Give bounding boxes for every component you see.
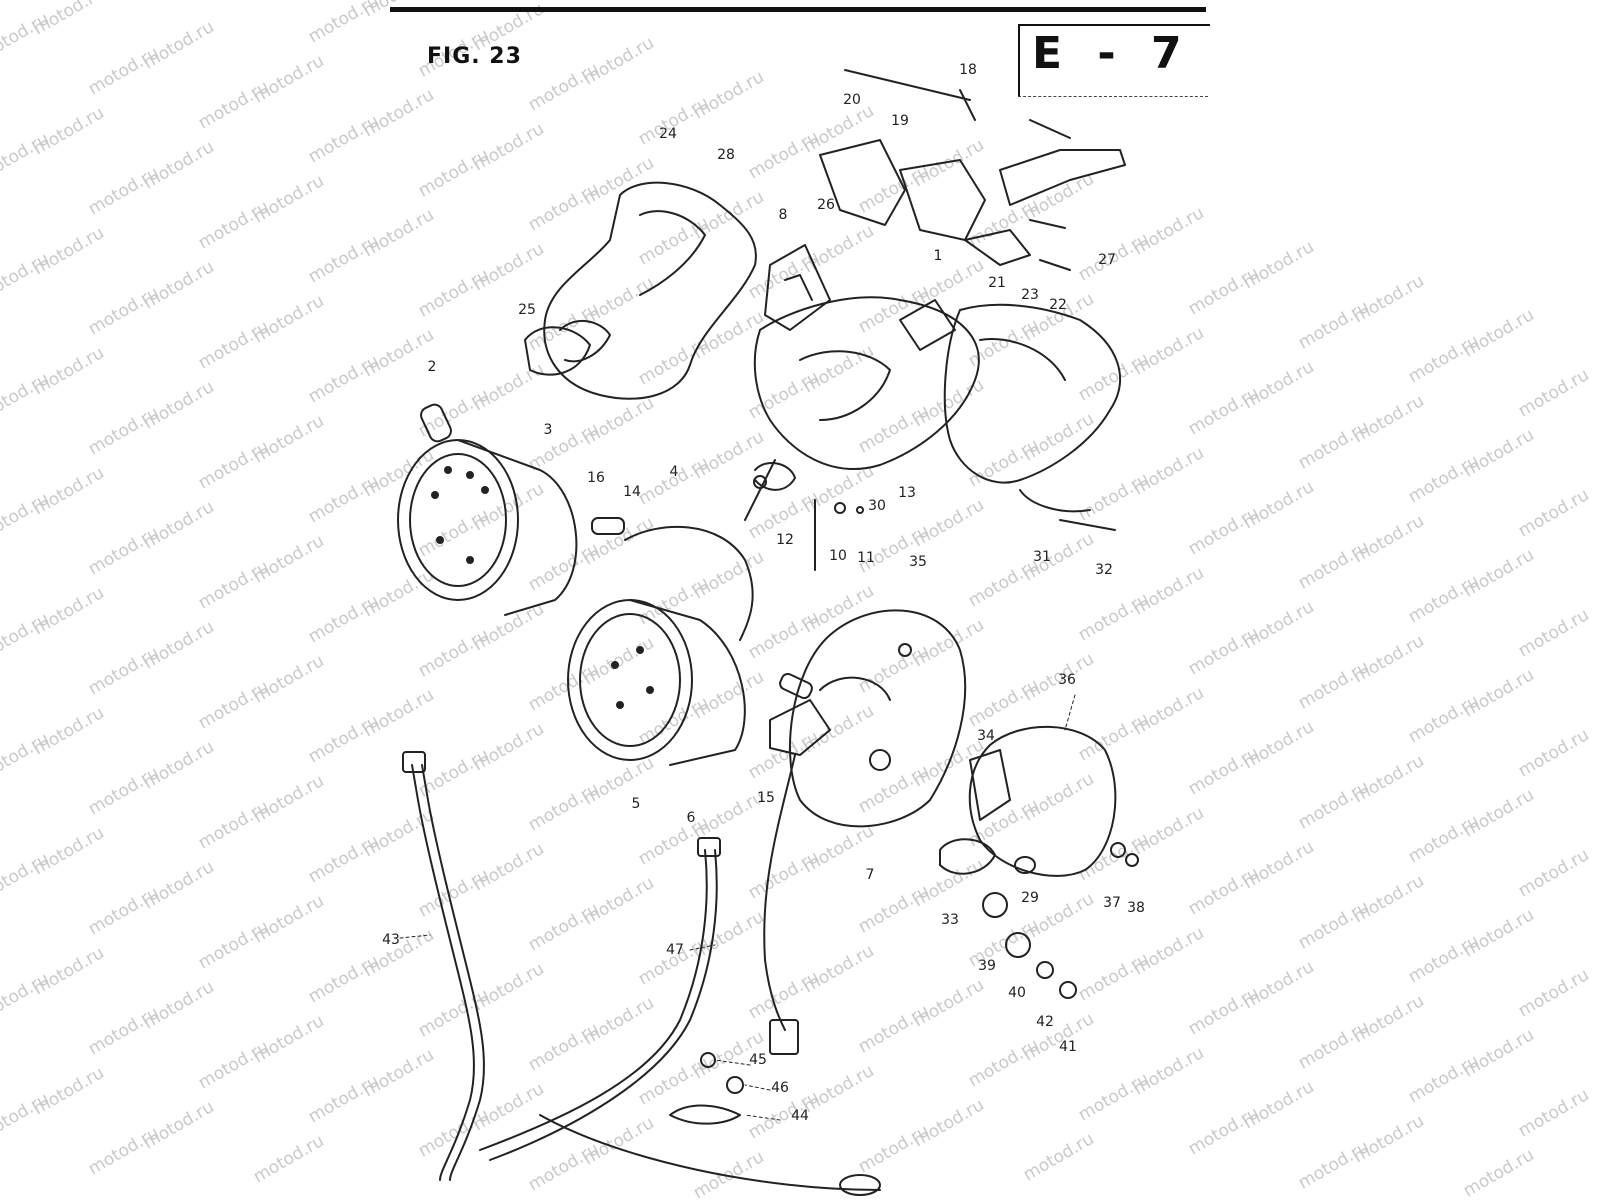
part-number-label: 23 xyxy=(1021,287,1039,303)
part-number-label: 12 xyxy=(776,532,794,548)
part-number-label: 5 xyxy=(631,796,641,812)
speedometer xyxy=(567,525,754,766)
part-number-label: 47 xyxy=(666,942,684,958)
part-number-label: 46 xyxy=(771,1080,789,1096)
part-number-label: 2 xyxy=(427,359,437,375)
part-number-label: 33 xyxy=(941,912,959,928)
part-number-label: 41 xyxy=(1059,1039,1077,1055)
part-number-label: 21 xyxy=(988,275,1006,291)
part-number-label: 42 xyxy=(1036,1014,1054,1030)
part-number-label: 44 xyxy=(791,1108,809,1124)
part-number-label: 35 xyxy=(909,554,927,570)
part-number-label: 13 xyxy=(898,485,916,501)
part-number-label: 19 xyxy=(891,113,909,129)
part-number-label: 15 xyxy=(757,790,775,806)
part-number-label: 37 xyxy=(1103,895,1121,911)
part-number-label: 24 xyxy=(659,126,677,142)
tachometer xyxy=(397,439,578,616)
part-number-label: 8 xyxy=(778,207,788,223)
indicator-housing xyxy=(763,609,967,1055)
headlight xyxy=(939,725,1139,999)
small-parts-left xyxy=(420,326,864,700)
upper-bracket xyxy=(543,181,1121,531)
part-number-label: 14 xyxy=(623,484,641,500)
meter-cables xyxy=(402,751,881,1196)
part-number-label: 3 xyxy=(543,422,553,438)
part-number-label: 26 xyxy=(817,197,835,213)
part-number-label: 45 xyxy=(749,1052,767,1068)
part-number-label: 28 xyxy=(717,147,735,163)
header-rule xyxy=(390,7,1206,12)
part-number-label: 34 xyxy=(977,728,995,744)
part-number-label: 38 xyxy=(1127,900,1145,916)
part-number-label: 18 xyxy=(959,62,977,78)
part-number-label: 25 xyxy=(518,302,536,318)
part-number-label: 32 xyxy=(1095,562,1113,578)
part-number-label: 27 xyxy=(1098,252,1116,268)
part-number-label: 20 xyxy=(843,92,861,108)
part-number-label: 16 xyxy=(587,470,605,486)
part-number-label: 11 xyxy=(857,550,875,566)
switch-housing xyxy=(819,69,1126,271)
part-number-label: 29 xyxy=(1021,890,1039,906)
section-frame xyxy=(1018,24,1210,97)
part-number-label: 22 xyxy=(1049,297,1067,313)
part-number-label: 1 xyxy=(933,248,943,264)
part-number-label: 6 xyxy=(686,810,696,826)
part-number-label: 10 xyxy=(829,548,847,564)
part-number-label: 43 xyxy=(382,932,400,948)
part-number-label: 7 xyxy=(865,867,875,883)
part-number-label: 31 xyxy=(1033,549,1051,565)
figure-label: FIG. 23 xyxy=(427,44,522,69)
part-number-label: 4 xyxy=(669,464,679,480)
section-label: E - 7 xyxy=(1032,28,1192,79)
part-number-label: 39 xyxy=(978,958,996,974)
leader-lines xyxy=(399,694,1076,1121)
lower-hardware xyxy=(669,1052,744,1125)
part-number-label: 40 xyxy=(1008,985,1026,1001)
part-number-label: 36 xyxy=(1058,672,1076,688)
part-number-label: 30 xyxy=(868,498,886,514)
